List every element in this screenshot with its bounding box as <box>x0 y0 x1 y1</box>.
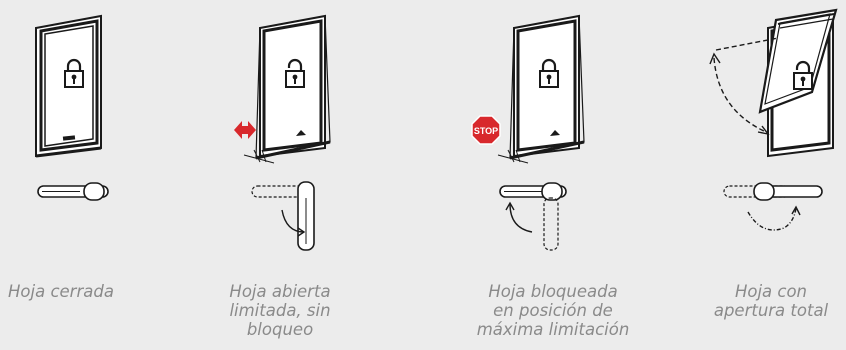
step-caption: Hoja bloqueada en posición de máxima lim… <box>476 282 630 339</box>
locked-limited-window-illustration: STOP <box>471 14 585 251</box>
window-frame <box>497 14 585 164</box>
step-caption: Hoja con apertura total <box>713 282 829 320</box>
closed-window-illustration <box>35 14 109 201</box>
fully-open-window-illustration <box>709 8 838 231</box>
step-fully-open: Hoja con apertura total <box>696 0 846 350</box>
step-limited-open: Hoja abierta limitada, sin bloqueo <box>200 0 370 350</box>
swing-arc-arrow <box>709 37 779 136</box>
lock-open-icon <box>285 58 305 88</box>
step-locked-limited: STOP Hoja bloqueada en posición de máxim… <box>450 0 650 350</box>
limited-open-window-illustration <box>234 14 331 251</box>
stop-sign-text: STOP <box>474 126 498 136</box>
handle-rotating <box>499 182 567 251</box>
double-arrow-icon <box>234 121 256 139</box>
step-caption: Hoja abierta limitada, sin bloqueo <box>229 282 331 339</box>
step-caption: Hoja cerrada <box>8 282 114 301</box>
lock-closed-icon <box>539 58 559 88</box>
handle-rotating <box>251 181 315 251</box>
window-frame <box>243 14 331 164</box>
stop-sign-icon: STOP <box>471 115 501 145</box>
handle-horizontal <box>37 182 109 201</box>
step-closed: Hoja cerrada <box>0 0 170 350</box>
lock-closed-icon <box>64 58 84 88</box>
lock-open-icon <box>793 60 813 90</box>
handle-rotating <box>723 182 823 231</box>
